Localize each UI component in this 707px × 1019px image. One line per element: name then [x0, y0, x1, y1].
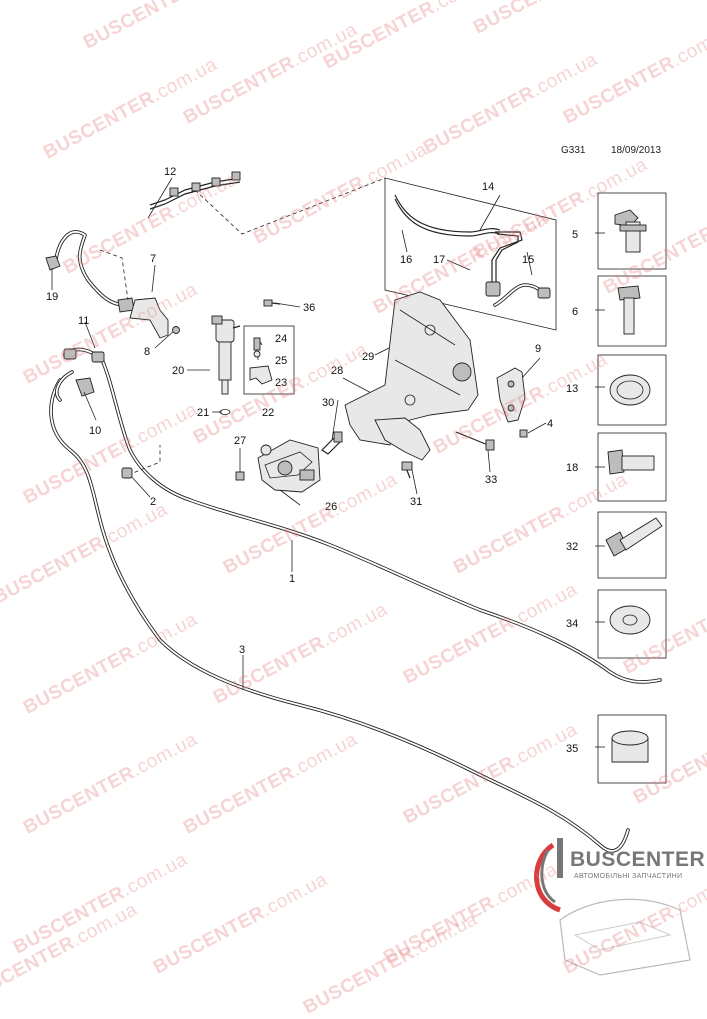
callout-25: 25 [275, 355, 287, 367]
callout-20: 20 [172, 365, 184, 377]
callout-2: 2 [150, 496, 156, 508]
side-part-box-13 [597, 354, 667, 426]
callout-8: 8 [144, 346, 150, 358]
van-sketch-icon [559, 898, 691, 976]
bracket-7 [129, 297, 180, 339]
callout-30: 30 [322, 397, 334, 409]
callout-31: 31 [410, 496, 422, 508]
callout-28: 28 [331, 365, 343, 377]
callout-24: 24 [275, 333, 287, 345]
injector-20 [211, 315, 241, 415]
callout-1: 1 [289, 573, 295, 585]
callout-32: 32 [566, 541, 578, 553]
callout-23: 23 [275, 377, 287, 389]
callout-18: 18 [566, 462, 578, 474]
diagram-code: G331 [561, 145, 586, 156]
callout-13: 13 [566, 383, 578, 395]
callout-16: 16 [400, 254, 412, 266]
injector-clamp-22-box [243, 325, 295, 395]
callout-6: 6 [572, 306, 578, 318]
leak-off-pipe-12 [149, 171, 241, 210]
callout-36: 36 [303, 302, 315, 314]
fuel-line-3 [49, 378, 630, 853]
side-part-box-35 [597, 714, 667, 784]
callout-19: 19 [46, 291, 58, 303]
callout-35: 35 [566, 743, 578, 755]
callout-15: 15 [522, 254, 534, 266]
callout-10: 10 [89, 425, 101, 437]
clip-2 [121, 467, 133, 479]
callout-9: 9 [535, 343, 541, 355]
callout-33: 33 [485, 474, 497, 486]
high-pressure-pump-26 [257, 439, 321, 493]
diagram-date: 18/09/2013 [611, 145, 662, 156]
logo-name: BUSCENTER [570, 848, 706, 871]
callout-29: 29 [362, 351, 374, 363]
callout-22: 22 [262, 407, 274, 419]
logo-tagline: АВТОМОБІЛЬНІ ЗАПЧАСТИНИ [574, 873, 683, 880]
callout-5: 5 [572, 229, 578, 241]
callout-27: 27 [234, 435, 246, 447]
fuel-hose-19 [45, 230, 135, 313]
engine-bracket-28 [344, 291, 479, 461]
callout-labels: 1 2 3 4 5 6 8 9 10 11 12 13 14 15 16 17 … [46, 166, 578, 755]
side-part-box-32 [597, 511, 667, 579]
bolt-36 [263, 299, 281, 307]
side-part-box-18 [597, 432, 667, 502]
side-part-box-34 [597, 589, 667, 659]
callout-3: 3 [239, 644, 245, 656]
callout-12: 12 [164, 166, 176, 178]
buscenter-logo [534, 838, 691, 976]
callout-11: 11 [78, 315, 89, 327]
hose-assembly-14-box [384, 177, 557, 331]
fuel-line-1 [98, 353, 662, 684]
callout-17: 17 [433, 254, 445, 266]
callout-4: 4 [547, 418, 553, 430]
callout-21: 21 [197, 407, 209, 419]
callout-7: 7 [150, 253, 156, 265]
callout-14: 14 [482, 181, 494, 193]
callout-34: 34 [566, 618, 578, 630]
callout-26: 26 [325, 501, 337, 513]
fuel-hose-11 [55, 347, 105, 402]
side-part-box-6 [597, 275, 667, 347]
bracket-9 [496, 367, 526, 423]
side-part-box-5 [597, 192, 667, 270]
